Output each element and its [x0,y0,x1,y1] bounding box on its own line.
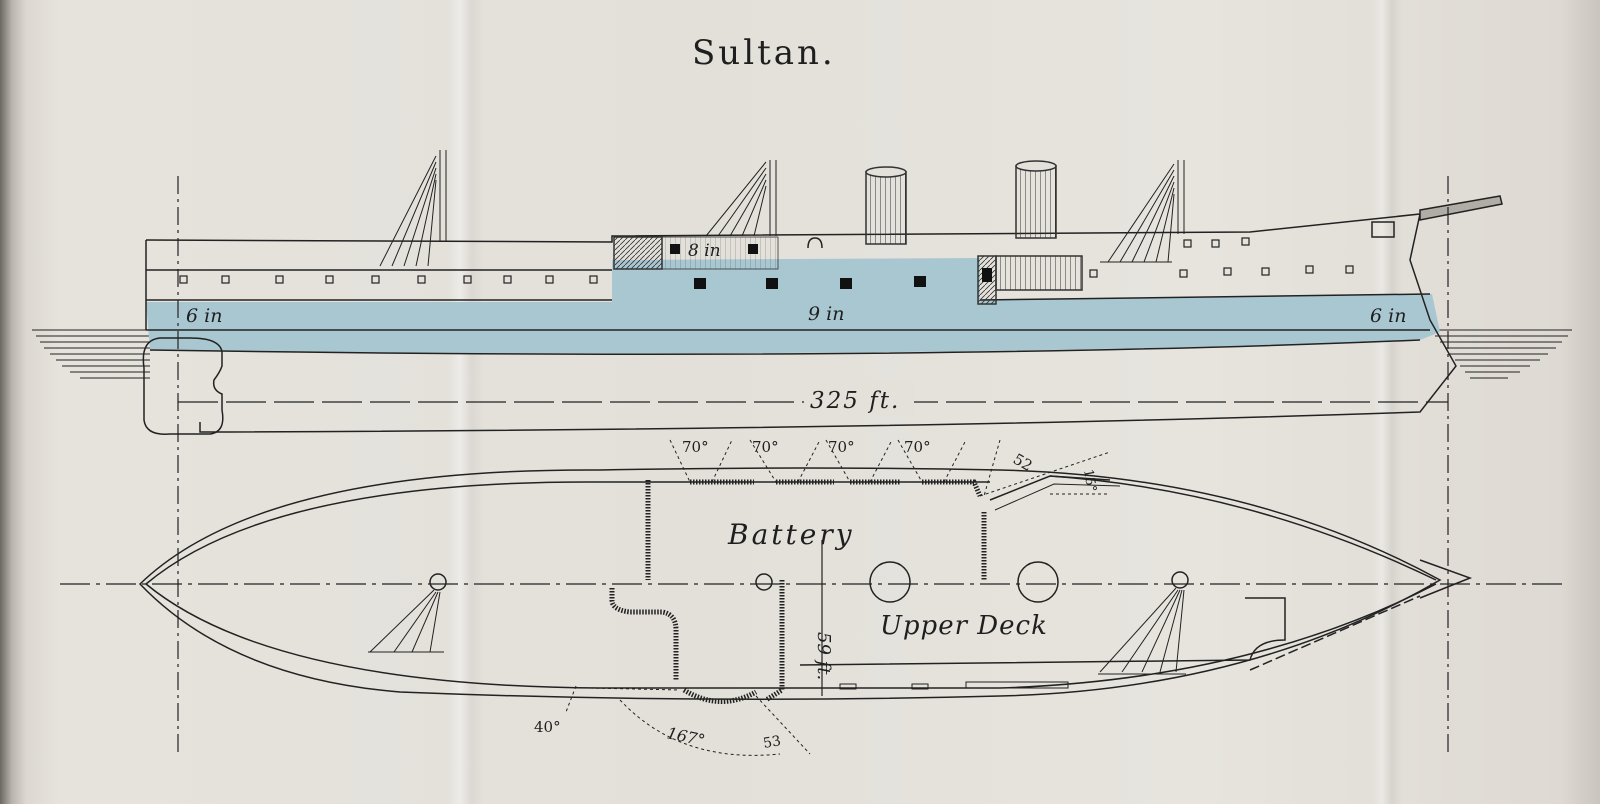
arc-label-3: 70° [828,438,855,456]
arc-label-1: 70° [682,438,709,456]
battery-label: Battery [727,518,855,551]
deck-hull-outline [138,467,1442,700]
arc-aft-2-label: 167° [665,723,707,750]
arc-aft-1-label: 40° [534,718,561,736]
battery-armor-label: 8 in [688,241,721,261]
length-label: 325 ft. [810,388,900,414]
battery-walls [609,479,987,704]
gun-ports [670,244,992,289]
armor-fore-label: 6 in [186,305,222,327]
waterline-hatching [32,329,1572,379]
arc-fore-b-label: 15° [1080,468,1099,493]
arc-label-2: 70° [752,438,779,456]
funnel-aft-plan [1017,561,1059,603]
armor-main-label: 9 in [808,303,844,325]
arc-aft-3-label: 53 [762,733,782,752]
arc-guides-top [669,439,1111,497]
bow-gun [1419,195,1503,221]
rigging [379,150,1185,267]
rigging-plan [368,587,1186,675]
funnel-fore-plan [869,561,911,603]
deck-plan [60,439,1566,756]
upper-deck-label: Upper Deck [880,611,1048,641]
beam-label: 59 ft. [813,632,834,680]
armor-belt [146,258,1440,354]
plate-title: Sultan. [692,33,836,73]
arc-label-4: 70° [904,438,931,456]
funnel-fore [865,166,907,245]
side-profile [32,150,1572,752]
armor-aft-label: 6 in [1370,305,1406,327]
arc-guides-bottom [565,685,811,756]
ports-upper [179,237,1354,284]
funnel-aft [1015,160,1057,239]
rudder [142,337,224,435]
